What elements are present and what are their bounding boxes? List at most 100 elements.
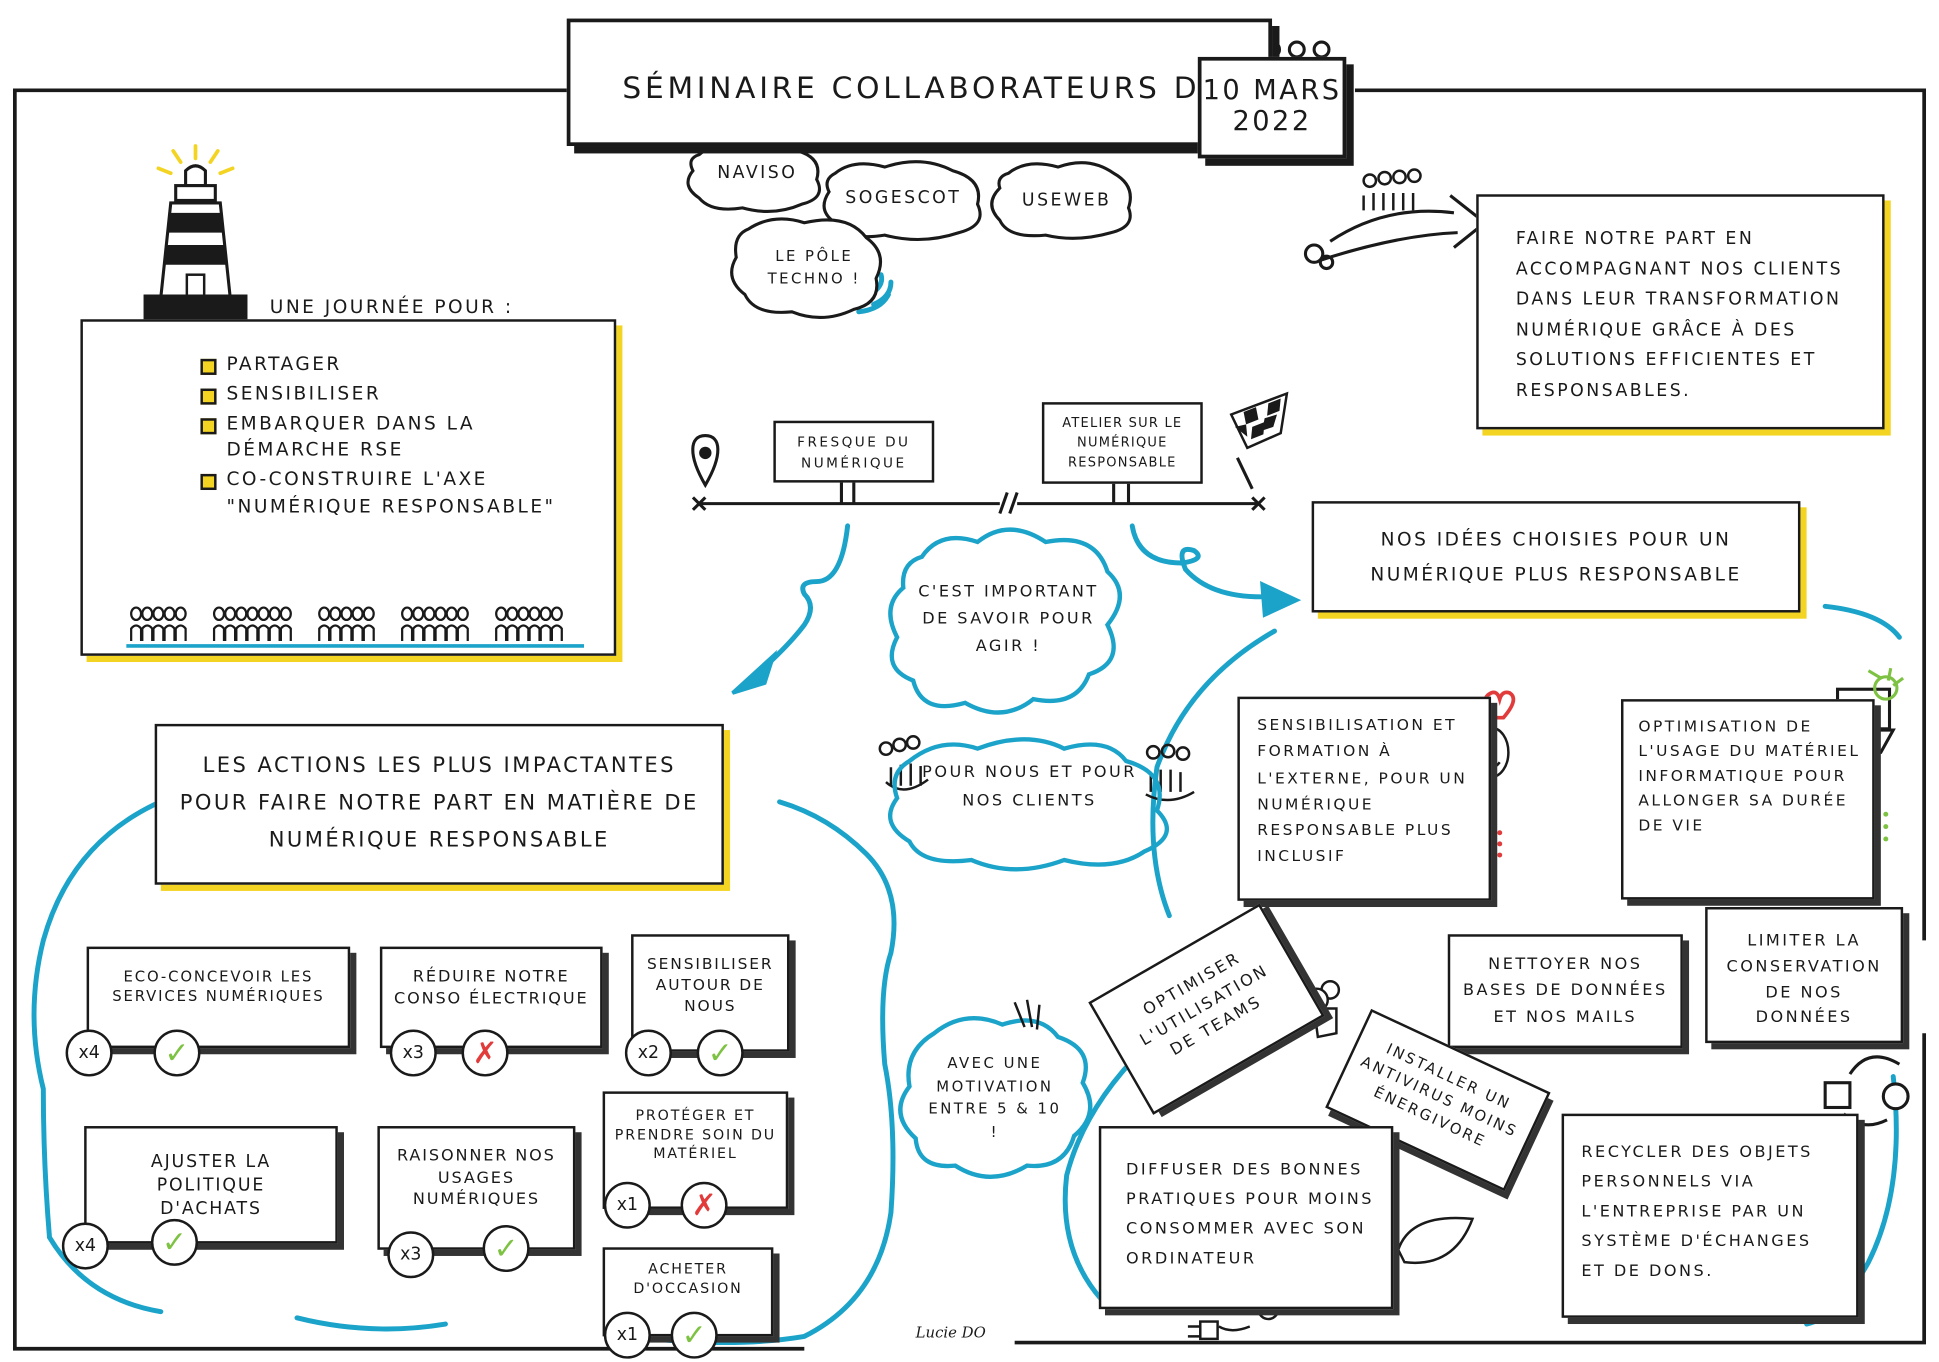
person-body-icon: [340, 624, 353, 641]
person-head-icon: [235, 606, 248, 622]
check-icon: ✓: [150, 1218, 198, 1266]
mission-box: FAIRE NOTRE PART EN ACCOMPAGNANT NOS CLI…: [1476, 194, 1885, 430]
person-body-icon: [152, 624, 165, 641]
person-body-icon: [246, 624, 259, 641]
person-body-icon: [506, 624, 519, 641]
person-head-icon: [212, 606, 226, 622]
person-body-icon: [130, 624, 143, 641]
lighthouse-icon: [143, 144, 248, 327]
check-icon: ✓: [696, 1029, 744, 1077]
idea-note: NETTOYER NOS BASES DE DONNÉES ET NOS MAI…: [1447, 934, 1683, 1049]
cloud-for-us-text: POUR NOUS ET POUR NOS CLIENTS: [922, 763, 1137, 811]
action-card: AJUSTER LA POLITIQUE D'ACHATS: [84, 1126, 338, 1244]
person-body-icon: [456, 624, 469, 641]
recycle-icon: [1823, 1055, 1910, 1127]
goal-item: EMBARQUER DANS LA DÉMARCHE RSE: [200, 410, 595, 464]
pole-techno-label: LE PÔLE TECHNO !: [767, 247, 861, 288]
person-head-icon: [456, 606, 469, 622]
checkered-flag-icon: [1229, 391, 1289, 490]
person-body-icon: [224, 624, 237, 641]
checkbox-icon: [200, 388, 217, 405]
timeline-step-sign: ATELIER SUR LE NUMÉRIQUE RESPONSABLE: [1041, 402, 1203, 484]
day-goals-list: PARTAGER SENSIBILISER EMBARQUER DANS LA …: [200, 351, 595, 520]
person-head-icon: [550, 606, 563, 622]
person-head-icon: [257, 606, 270, 622]
person-head-icon: [362, 606, 375, 622]
person-head-icon: [412, 606, 425, 622]
title-banner: SÉMINAIRE COLLABORATEURS DU: [566, 18, 1273, 147]
actions-title-box: LES ACTIONS LES PLUS IMPACTANTES POUR FA…: [154, 723, 724, 885]
goal-item: PARTAGER: [200, 351, 595, 378]
person-body-icon: [445, 624, 458, 641]
entity-cloud-outlines: [686, 140, 1132, 319]
person-head-icon: [495, 606, 508, 622]
cross-icon: ✗: [680, 1181, 728, 1229]
date-calendar: 10 MARS 2022: [1197, 56, 1347, 159]
arrow-head-right-icon: [1260, 581, 1302, 618]
timeline-step-sign: FRESQUE DU NUMÉRIQUE: [773, 420, 935, 483]
hands-icon: [878, 735, 1195, 802]
idea-note: LIMITER LA CONSERVATION DE NOS DONNÉES: [1705, 907, 1904, 1044]
vote-count-badge: x2: [624, 1029, 672, 1077]
cloud-motivation-text: AVEC UNE MOTIVATION ENTRE 5 & 10 !: [928, 1054, 1062, 1141]
person-head-icon: [528, 606, 541, 622]
person-head-icon: [340, 606, 353, 622]
person-body-icon: [141, 624, 154, 641]
page-title: SÉMINAIRE COLLABORATEURS DU: [622, 70, 1226, 106]
person-head-icon: [141, 606, 154, 622]
cross-icon: ✗: [461, 1029, 509, 1077]
person-body-icon: [401, 624, 414, 641]
person-body-icon: [351, 624, 364, 641]
person-head-icon: [268, 606, 281, 622]
idea-note: RECYCLER DES OBJETS PERSONNELS VIA L'ENT…: [1561, 1113, 1859, 1318]
person-head-icon: [506, 606, 519, 622]
person-head-icon: [224, 606, 237, 622]
person-body-icon: [434, 624, 447, 641]
person-body-icon: [174, 624, 187, 641]
comet-arrow-icon: [1303, 168, 1488, 271]
person-head-icon: [434, 606, 447, 622]
mission-text: FAIRE NOTRE PART EN ACCOMPAGNANT NOS CLI…: [1515, 228, 1844, 401]
person-body-icon: [329, 624, 342, 641]
check-icon: ✓: [670, 1311, 718, 1359]
ideas-title-box: NOS IDÉES CHOISIES POUR UN NUMÉRIQUE PLU…: [1311, 501, 1801, 613]
vote-count-badge: x3: [389, 1029, 437, 1077]
entity-label: SOGESCOT: [845, 188, 962, 208]
check-icon: ✓: [153, 1029, 201, 1077]
person-body-icon: [528, 624, 541, 641]
outer-frame: [12, 88, 1927, 1351]
idea-note: OPTIMISATION DE L'USAGE DU MATÉRIEL INFO…: [1620, 699, 1875, 900]
artist-signature: Lucie DO: [915, 1324, 986, 1342]
person-head-icon: [517, 606, 530, 622]
person-body-icon: [268, 624, 281, 641]
person-head-icon: [401, 606, 414, 622]
person-body-icon: [362, 624, 375, 641]
person-body-icon: [235, 624, 248, 641]
vote-count-badge: x4: [61, 1222, 109, 1270]
person-head-icon: [423, 606, 436, 622]
person-head-icon: [130, 606, 143, 622]
goal-item: SENSIBILISER: [200, 381, 595, 408]
arrow-head-left-icon: [731, 649, 778, 695]
person-head-icon: [445, 606, 458, 622]
checkbox-icon: [200, 358, 217, 375]
checkbox-icon: [200, 473, 217, 491]
entity-label: NAVISO: [717, 163, 798, 184]
vote-count-badge: x4: [65, 1029, 113, 1077]
action-card: ECO-CONCEVOIR LES SERVICES NUMÉRIQUES: [86, 946, 351, 1049]
person-head-icon: [152, 606, 165, 622]
checkbox-icon: [200, 417, 217, 434]
person-body-icon: [539, 624, 552, 641]
vote-count-badge: x3: [387, 1231, 435, 1279]
check-icon: ✓: [482, 1225, 530, 1273]
person-body-icon: [212, 624, 226, 641]
person-head-icon: [279, 606, 292, 622]
people-icon: [126, 606, 585, 648]
person-body-icon: [495, 624, 508, 641]
person-body-icon: [257, 624, 270, 641]
vote-count-badge: x1: [603, 1181, 651, 1229]
person-head-icon: [163, 606, 176, 622]
person-body-icon: [550, 624, 563, 641]
location-pin-icon: [691, 434, 720, 489]
